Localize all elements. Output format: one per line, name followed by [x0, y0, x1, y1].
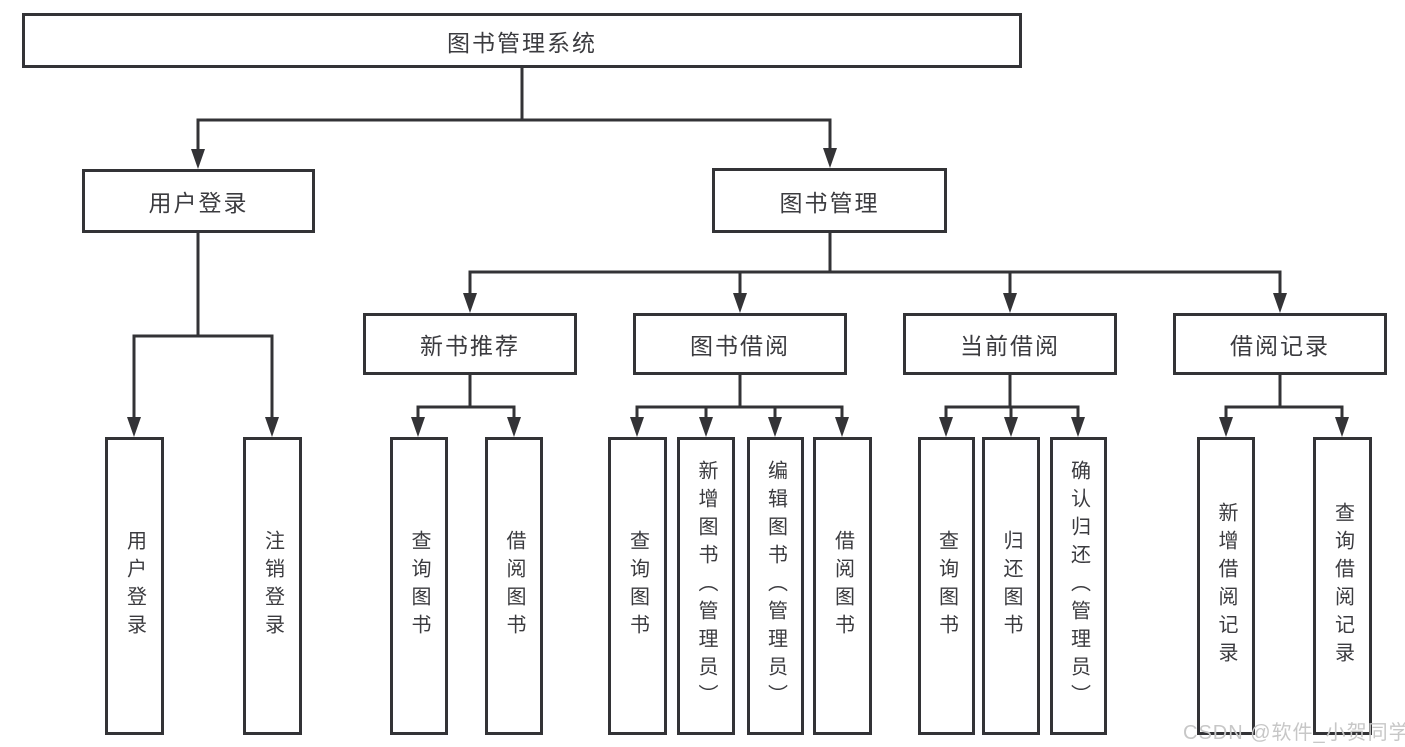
- leaf-add-borrow-record: 新增借阅记录: [1197, 437, 1255, 735]
- leaf-label: 新增借阅记录: [1215, 502, 1237, 670]
- leaf-borrow-books: 借阅图书: [813, 437, 872, 735]
- leaf-confirm-return-admin: 确认归还（管理员）: [1050, 437, 1107, 735]
- node-new-book-recommendation: 新书推荐: [363, 313, 577, 375]
- leaf-borrow-books-recommend: 借阅图书: [485, 437, 543, 735]
- leaf-label: 用户登录: [123, 530, 146, 642]
- arrowheads: [127, 148, 1349, 437]
- leaf-add-books-admin: 新增图书（管理员）: [677, 437, 735, 735]
- leaf-label: 查询图书: [408, 530, 430, 642]
- node-label: 新书推荐: [420, 333, 520, 359]
- node-borrowing-records: 借阅记录: [1173, 313, 1387, 375]
- node-label: 当前借阅: [960, 333, 1060, 359]
- node-book-management: 图书管理: [712, 168, 947, 233]
- leaf-label: 查询图书: [626, 530, 649, 642]
- leaf-label: 归还图书: [1000, 530, 1022, 642]
- leaf-edit-books-admin: 编辑图书（管理员）: [747, 437, 804, 735]
- leaf-label: 查询借阅记录: [1331, 502, 1354, 670]
- leaf-label: 确认归还（管理员）: [1067, 460, 1090, 712]
- leaf-label: 查询图书: [935, 530, 958, 642]
- node-label: 图书借阅: [690, 333, 790, 359]
- node-book-borrowing: 图书借阅: [633, 313, 847, 375]
- leaf-label: 借阅图书: [503, 530, 525, 642]
- leaf-label: 编辑图书（管理员）: [764, 460, 787, 712]
- leaf-logout: 注销登录: [243, 437, 302, 735]
- leaf-label: 借阅图书: [831, 530, 854, 642]
- node-label: 图书管理系统: [447, 29, 597, 56]
- csdn-watermark: CSDN @软件_小贺同学: [1183, 722, 1405, 744]
- node-label: 借阅记录: [1230, 333, 1330, 359]
- leaf-query-books-recommend: 查询图书: [390, 437, 448, 735]
- leaf-query-books-current: 查询图书: [918, 437, 975, 735]
- node-label: 用户登录: [148, 190, 249, 216]
- leaf-query-books-borrowing: 查询图书: [608, 437, 667, 735]
- leaf-query-borrow-record: 查询借阅记录: [1313, 437, 1372, 735]
- leaf-label: 注销登录: [261, 530, 284, 642]
- leaf-user-login: 用户登录: [105, 437, 164, 735]
- node-user-login: 用户登录: [82, 169, 315, 233]
- node-label: 图书管理: [779, 189, 880, 216]
- node-current-borrowing: 当前借阅: [903, 313, 1117, 375]
- leaf-return-books: 归还图书: [982, 437, 1040, 735]
- node-root-library-management-system: 图书管理系统: [22, 13, 1022, 68]
- leaf-label: 新增图书（管理员）: [695, 460, 717, 712]
